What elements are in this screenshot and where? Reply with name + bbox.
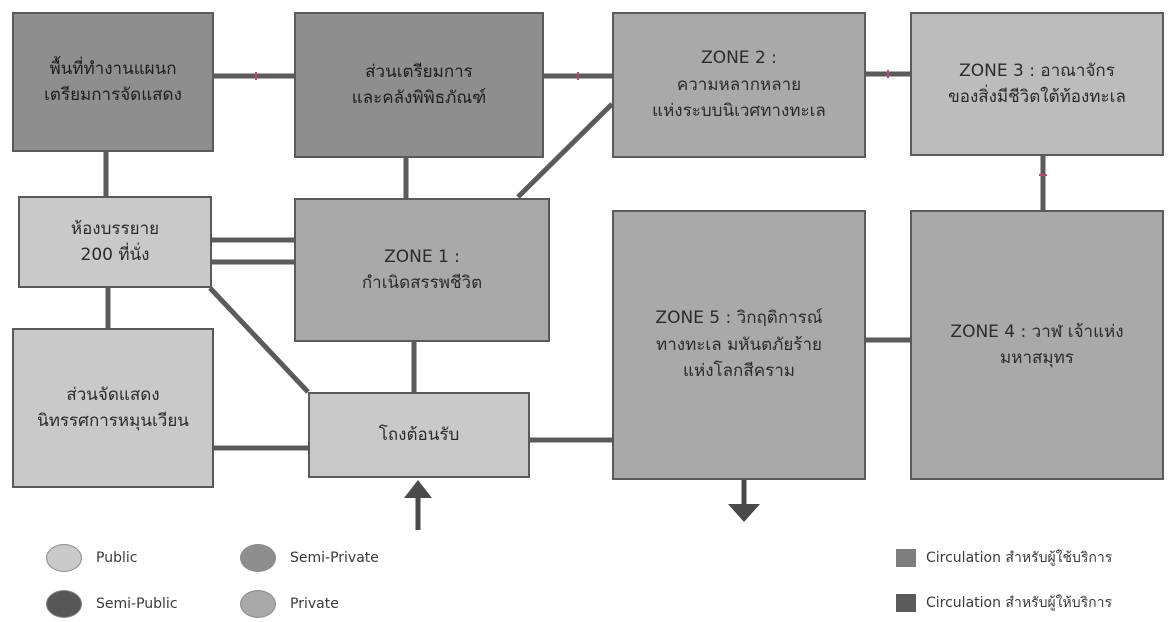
legend-staff-circulation: Circulation สำหรับผู้ให้บริการ — [896, 592, 1112, 614]
legend-semi-private-label: Semi-Private — [290, 550, 379, 566]
entrance-arrow — [404, 480, 432, 530]
storage-box: ส่วนเตรียมการและคลังพิพิธภัณฑ์ — [294, 12, 544, 158]
lobby-box: โถงต้อนรับ — [308, 392, 530, 478]
exit-arrow — [728, 480, 760, 522]
legend-user-circulation-label: Circulation สำหรับผู้ใช้บริการ — [926, 550, 1113, 566]
legend-semi-private: Semi-Private — [240, 544, 379, 572]
legend-semi-public-label: Semi-Public — [96, 596, 178, 612]
legend-user-circulation-swatch — [896, 549, 916, 567]
exhibition-box: ส่วนจัดแสดงนิทรรศการหมุนเวียน — [12, 328, 214, 488]
line-zone1-zone2 — [516, 102, 614, 199]
legend-staff-circulation-swatch — [896, 594, 916, 612]
zone4-box: ZONE 4 : วาฬ เจ้าแห่งมหาสมุทร — [910, 210, 1164, 480]
legend-staff-circulation-label: Circulation สำหรับผู้ให้บริการ — [926, 595, 1112, 611]
legend-private: Private — [240, 590, 339, 618]
work-area-box: พื้นที่ทำงานแผนกเตรียมการจัดแสดง — [12, 12, 214, 152]
legend-public: Public — [46, 544, 137, 572]
line-lecture-lobby — [208, 286, 310, 394]
zone1-box: ZONE 1 :กำเนิดสรรพชีวิต — [294, 198, 550, 342]
zone2-box: ZONE 2 :ความหลากหลายแห่งระบบนิเวศทางทะเล — [612, 12, 866, 158]
legend-semi-private-swatch — [240, 544, 276, 572]
zone3-box: ZONE 3 : อาณาจักรของสิ่งมีชีวิตใต้ท้องทะ… — [910, 12, 1164, 156]
legend-private-swatch — [240, 590, 276, 618]
legend-private-label: Private — [290, 596, 339, 612]
legend-public-label: Public — [96, 550, 138, 566]
legend-user-circulation: Circulation สำหรับผู้ใช้บริการ — [896, 547, 1112, 569]
legend-public-swatch — [46, 544, 82, 572]
zone5-box: ZONE 5 : วิกฤติการณ์ทางทะเล มหันตภัยร้าย… — [612, 210, 866, 480]
legend-semi-public: Semi-Public — [46, 590, 178, 618]
legend-semi-public-swatch — [46, 590, 82, 618]
